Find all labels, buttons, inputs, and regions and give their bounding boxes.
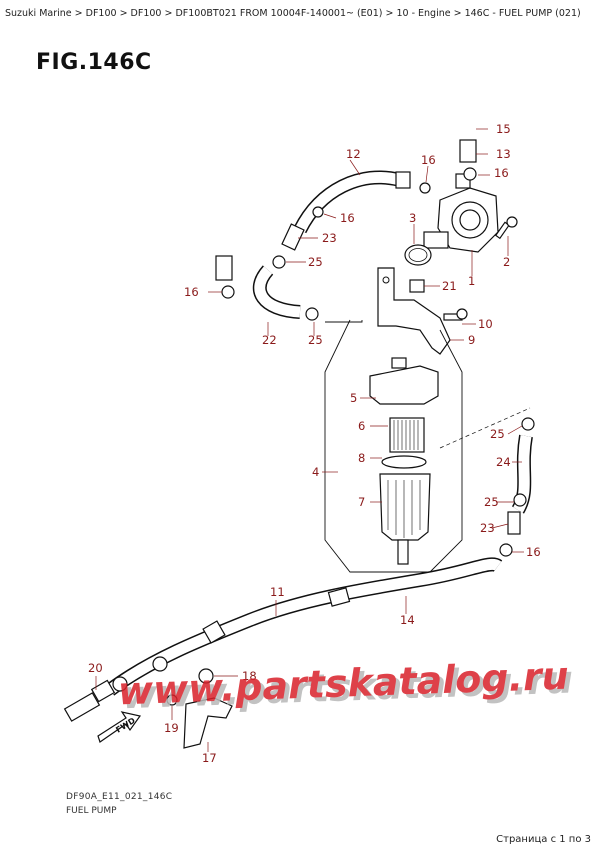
callout-5[interactable]: 5 (350, 391, 357, 405)
hose-12-end (395, 171, 411, 189)
callout-24[interactable]: 24 (496, 455, 511, 469)
callout-10[interactable]: 10 (478, 317, 493, 331)
callout-1[interactable]: 1 (468, 274, 475, 288)
filter-element (389, 417, 425, 453)
callout-2[interactable]: 2 (503, 255, 510, 269)
callout-23-upper[interactable]: 23 (322, 231, 337, 245)
callout-14[interactable]: 14 (400, 613, 415, 627)
breadcrumb[interactable]: Suzuki Marine > DF100 > DF100 > DF100BT0… (5, 8, 581, 19)
hose-connector-13 (459, 139, 477, 163)
fuel-hose-loop (215, 83, 477, 281)
callout-4[interactable]: 4 (312, 465, 319, 479)
diagram-caption: FUEL PUMP (66, 806, 117, 816)
callout-13[interactable]: 13 (496, 147, 511, 161)
callout-15[interactable]: 15 (496, 122, 511, 136)
callout-23-lower[interactable]: 23 (480, 521, 495, 535)
bolt-10 (443, 308, 468, 321)
clip-25-right-top (521, 417, 535, 431)
fuel-hose-12 (293, 170, 411, 234)
clip-near-20 (112, 676, 128, 692)
watermark-text: www.partskatalog.ru (117, 654, 569, 714)
callout-7[interactable]: 7 (358, 495, 365, 509)
connector-23-lower (507, 511, 521, 535)
filter-o-ring (381, 455, 427, 469)
o-ring (404, 244, 432, 266)
callout-20[interactable]: 20 (88, 661, 103, 675)
fuel-hose-long (105, 557, 503, 696)
connector-20 (63, 679, 116, 722)
callout-18[interactable]: 18 (242, 669, 257, 683)
watermark: www.partskatalog.ru www.partskatalog.ru (117, 654, 573, 718)
bracket (377, 267, 451, 355)
page-indicator: Страница с 1 по 3 (496, 834, 591, 845)
callout-17[interactable]: 17 (202, 751, 217, 765)
callout-12[interactable]: 12 (346, 147, 361, 161)
callout-3[interactable]: 3 (409, 211, 416, 225)
callout-16-top[interactable]: 16 (421, 153, 436, 167)
callout-25-right-bottom[interactable]: 25 (484, 495, 499, 509)
callout-8[interactable]: 8 (358, 451, 365, 465)
clip-near-11 (152, 656, 168, 672)
filter-head (369, 357, 439, 405)
clip-16-upper (312, 206, 324, 218)
callout-16-lower[interactable]: 16 (526, 545, 541, 559)
diagram-code: DF90A_E11_021_146C (66, 792, 173, 802)
callout-11[interactable]: 11 (270, 585, 285, 599)
screw-19 (166, 694, 178, 706)
callout-21[interactable]: 21 (442, 279, 457, 293)
callout-16-right[interactable]: 16 (494, 166, 509, 180)
callout-6[interactable]: 6 (358, 419, 365, 433)
callout-25-middle[interactable]: 25 (308, 333, 323, 347)
filter-bowl (379, 473, 431, 565)
fuel-pump (423, 173, 499, 253)
clip-18 (198, 668, 214, 684)
clip-25-middle (305, 307, 319, 321)
clip-16-lower (499, 543, 513, 557)
clip-16-top (419, 182, 431, 194)
clip-25-right-bottom (513, 493, 527, 507)
callout-25-upper[interactable]: 25 (308, 255, 323, 269)
nut-21 (409, 279, 425, 293)
hose-end (215, 255, 233, 281)
callout-19[interactable]: 19 (164, 721, 179, 735)
callout-leaders (95, 128, 524, 752)
callout-numbers: 15 13 12 16 16 16 23 25 16 22 25 3 1 2 2… (88, 122, 541, 765)
bolt-2 (494, 216, 518, 240)
clip-16-right (463, 167, 477, 181)
callout-25-right-top[interactable]: 25 (490, 427, 505, 441)
callout-9[interactable]: 9 (468, 333, 475, 347)
figure-title: FIG.146C (36, 50, 152, 75)
bracket-17 (183, 697, 233, 749)
connector-23-upper (281, 223, 305, 251)
clip-25-upper (272, 255, 286, 269)
clip-16-left (221, 285, 235, 299)
callout-16-upper[interactable]: 16 (340, 211, 355, 225)
callout-16-left[interactable]: 16 (184, 285, 199, 299)
fuel-hose-22 (252, 265, 301, 319)
callout-22[interactable]: 22 (262, 333, 277, 347)
